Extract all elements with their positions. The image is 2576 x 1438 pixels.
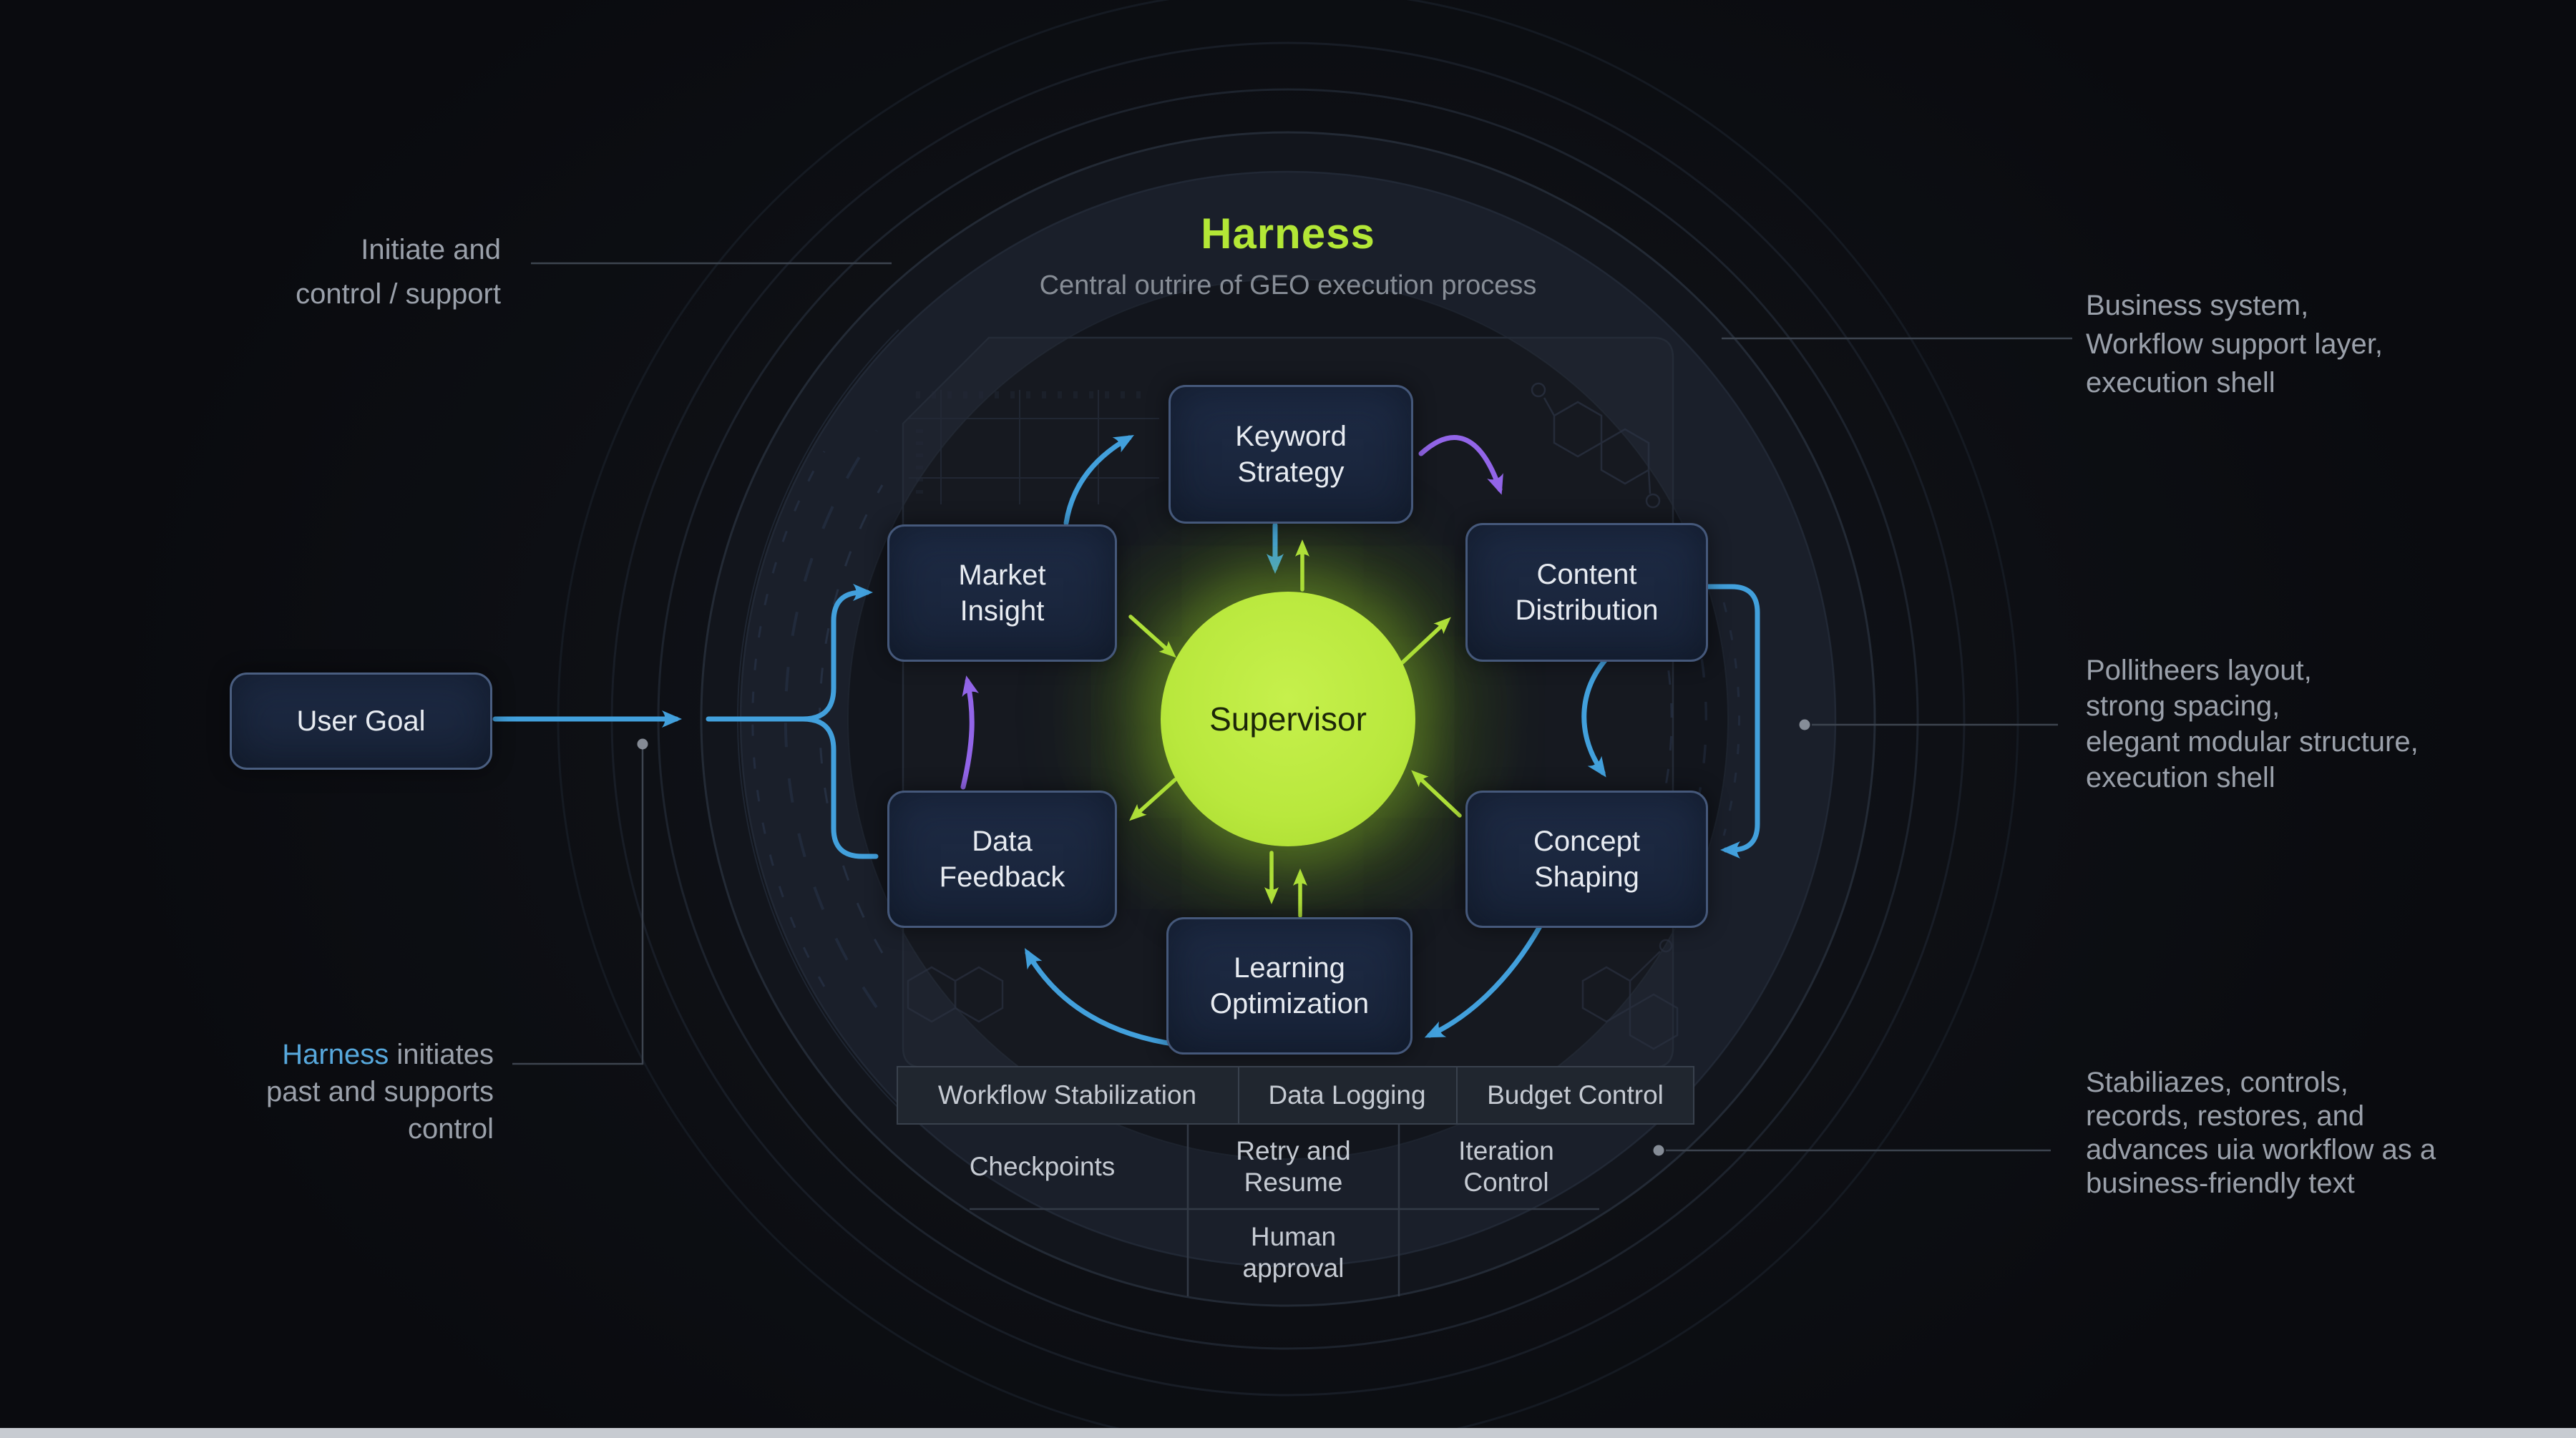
molecule-decoration-top-right — [1531, 382, 1661, 509]
hexagon-decoration-bottom-left — [907, 966, 1004, 1023]
connector-dot-bottom-right — [1653, 1145, 1664, 1156]
spoke-supervisor-to-content — [1400, 617, 1451, 665]
annotation-harness-highlight: Harness — [282, 1039, 389, 1070]
supervisor-hub: Supervisor — [1161, 592, 1415, 846]
bracket-left-up — [706, 584, 873, 722]
bracket-right — [1704, 584, 1760, 859]
connector-dot-bottom-left — [637, 738, 648, 750]
table-header-data-logging: Data Logging — [1268, 1080, 1426, 1110]
spoke-supervisor-to-datafeedback — [1129, 778, 1177, 821]
table-cell-checkpoints: Checkpoints — [969, 1152, 1116, 1181]
arrow-content-to-concept — [1581, 657, 1608, 778]
bracket-left-down — [800, 716, 879, 859]
annotation-mid-right: Pollitheers layout, strong spacing, eleg… — [2086, 655, 2419, 793]
connector-dot-mid-right — [1799, 719, 1810, 730]
flow-arrows-purple — [960, 435, 1503, 790]
node-keyword-strategy: Keyword Strategy — [1169, 385, 1413, 524]
spoke-market-to-supervisor — [1128, 615, 1176, 658]
diagram-subtitle: Central outrire of GEO execution process — [1039, 270, 1537, 300]
arrow-concept-to-learning — [1424, 924, 1543, 1038]
table-header-divider-2 — [1456, 1067, 1458, 1123]
annotation-bottom-right: Stabiliazes, controls, records, restores… — [2086, 1067, 2436, 1199]
table-cell-human-approval: Human approval — [1242, 1222, 1345, 1283]
supervisor-spokes — [1128, 539, 1462, 918]
grid-decoration — [909, 390, 1159, 504]
node-learning-optimization: Learning Optimization — [1166, 917, 1413, 1055]
inner-panel — [902, 336, 1674, 1069]
arrow-market-to-keyword — [1063, 435, 1134, 526]
table-cell-iteration-control: Iteration Control — [1458, 1136, 1554, 1197]
table-cell-retry-and-resume: Retry and Resume — [1236, 1136, 1351, 1197]
arrow-datafeedback-to-market — [960, 675, 979, 790]
spoke-concept-to-supervisor — [1411, 770, 1462, 818]
node-user-goal: User Goal — [230, 672, 492, 770]
table-header-workflow-stabilization: Workflow Stabilization — [937, 1080, 1197, 1110]
diagram-title: Harness — [1201, 210, 1375, 258]
connector-bottom-left — [512, 748, 644, 1065]
annotation-bottom-left: Harness initiates past and supports cont… — [208, 1036, 494, 1148]
flow-arrows-blue — [492, 435, 1760, 1047]
annotation-bottom-left-rest: initiates past and supports control — [266, 1039, 494, 1145]
table-header-budget-control: Budget Control — [1487, 1080, 1664, 1110]
arrow-learning-to-datafeedback — [1024, 948, 1180, 1047]
arrow-keyword-to-content — [1418, 435, 1503, 495]
node-content-distribution: Content Distribution — [1465, 523, 1708, 662]
annotation-top-right: Business system, Workflow support layer,… — [2086, 290, 2383, 398]
molecule-decoration-bottom-right — [1581, 939, 1679, 1050]
table-grid-lines — [970, 1125, 1599, 1296]
bottom-edge-strip — [0, 1428, 2576, 1438]
table-header-slab — [897, 1066, 1694, 1125]
node-data-feedback: Data Feedback — [887, 791, 1117, 928]
annotation-top-left: Initiate and control / support — [296, 234, 501, 310]
node-concept-shaping: Concept Shaping — [1465, 791, 1708, 928]
annotation-connectors — [512, 262, 2072, 1156]
supervisor-label: Supervisor — [1209, 700, 1367, 738]
node-market-insight: Market Insight — [887, 524, 1117, 662]
table-header-divider-1 — [1238, 1067, 1239, 1123]
